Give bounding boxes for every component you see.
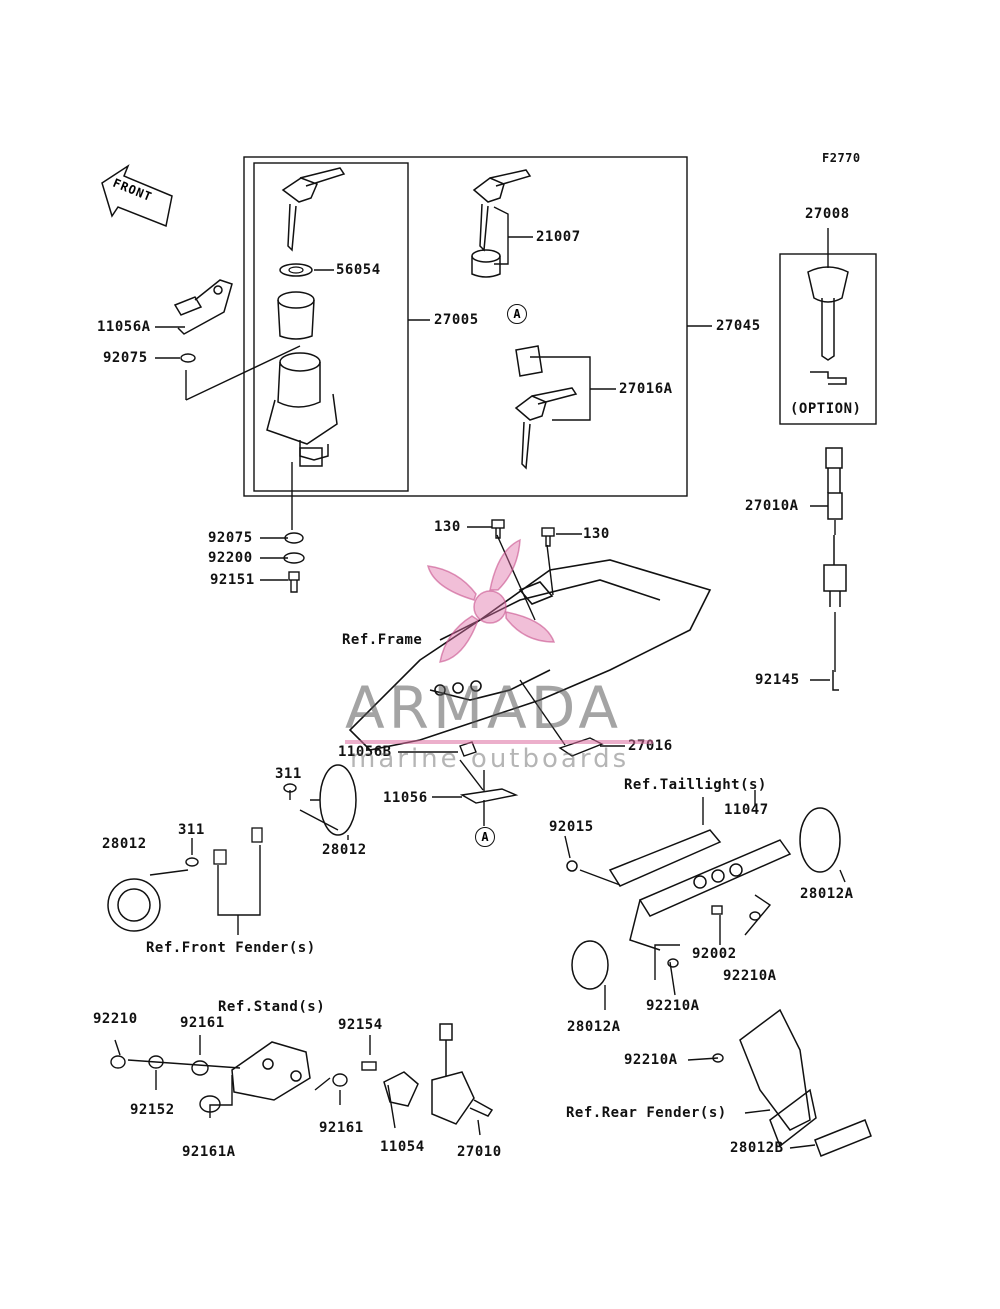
bolt-92002	[711, 905, 723, 915]
option-key-icon	[807, 266, 849, 385]
part-label-92210A-a: 92210A	[723, 968, 777, 984]
nut-92075-top	[180, 353, 196, 363]
washer-92200	[283, 552, 305, 564]
reflector-28012-left-icon	[107, 878, 161, 932]
watermark-logo-icon	[426, 538, 556, 663]
washer-92152	[148, 1055, 164, 1069]
part-label-92210: 92210	[93, 1011, 138, 1027]
reflector-28012-mid-icon	[310, 764, 357, 836]
part-label-27005: 27005	[434, 312, 479, 328]
callout-a-top: A	[507, 304, 527, 324]
bolt-130-left-icon	[491, 519, 505, 539]
option-key-frame	[779, 253, 877, 425]
nut-92210	[110, 1055, 126, 1069]
ignition-switch-icon	[266, 352, 338, 467]
reflector-28012A-bottom-icon	[571, 940, 609, 990]
part-label-92152: 92152	[130, 1102, 175, 1118]
reflector-28012B-icon	[814, 1119, 872, 1157]
part-label-28012-mid: 28012	[322, 842, 367, 858]
part-label-92154: 92154	[338, 1017, 383, 1033]
part-label-28012-left: 28012	[102, 836, 147, 852]
part-label-28012A-right: 28012A	[800, 886, 854, 902]
bracket-11056-icon	[459, 770, 519, 804]
switch-plate-11054-icon	[383, 1071, 419, 1107]
bracket-11056A-icon	[173, 279, 233, 335]
cap-92161A	[199, 1095, 221, 1113]
part-label-11047: 11047	[724, 802, 769, 818]
part-label-27008: 27008	[805, 206, 850, 222]
part-label-27010: 27010	[457, 1144, 502, 1160]
part-label-92200: 92200	[208, 550, 253, 566]
part-label-92075-top: 92075	[103, 350, 148, 366]
stand-bracket-icon	[231, 1041, 311, 1101]
part-label-130-right: 130	[583, 526, 610, 542]
part-label-92161-a: 92161	[180, 1015, 225, 1031]
front-arrow-icon	[101, 164, 173, 228]
nut-311-mid	[185, 857, 199, 867]
ref-frame: Ref.Frame	[342, 632, 423, 648]
part-label-92015: 92015	[549, 819, 594, 835]
part-label-28012A-bottom: 28012A	[567, 1019, 621, 1035]
part-label-311-mid: 311	[178, 822, 205, 838]
part-label-92002: 92002	[692, 946, 737, 962]
part-label-311-top: 311	[275, 766, 302, 782]
part-label-11054: 11054	[380, 1139, 425, 1155]
nut-92210A-c	[712, 1053, 724, 1063]
figure-code: F2770	[822, 151, 861, 165]
taillight-bracket-icon	[566, 829, 792, 951]
option-label: (OPTION)	[790, 401, 862, 417]
lock-27016A-icon	[515, 345, 543, 377]
nut-92161-b	[332, 1073, 348, 1087]
nut-92075-bottom	[284, 532, 304, 544]
watermark-tagline: marine outboards	[350, 744, 630, 774]
ref-front-fender: Ref.Front Fender(s)	[146, 940, 316, 956]
stud-icon	[213, 827, 263, 865]
part-label-11056: 11056	[383, 790, 428, 806]
ref-taillight: Ref.Taillight(s)	[624, 777, 767, 793]
nut-92210A-b	[667, 958, 679, 968]
key-icon	[281, 167, 346, 252]
cap-92161	[191, 1060, 209, 1076]
part-label-21007: 21007	[536, 229, 581, 245]
part-label-92151: 92151	[210, 572, 255, 588]
watermark-brand: ARMADA	[345, 674, 623, 742]
ref-stand: Ref.Stand(s)	[218, 999, 326, 1015]
lock-cylinder-icon	[277, 291, 315, 340]
key-21007-icon	[472, 169, 532, 252]
side-stand-switch-27010-icon	[431, 1023, 494, 1125]
part-label-92161-b: 92161	[319, 1120, 364, 1136]
ref-rear-fender: Ref.Rear Fender(s)	[566, 1105, 727, 1121]
part-label-92210A-c: 92210A	[624, 1052, 678, 1068]
watermark-bar	[345, 740, 653, 744]
part-label-27045: 27045	[716, 318, 761, 334]
frame-icon	[348, 559, 712, 751]
bolt-92154	[361, 1061, 377, 1071]
part-label-28012B: 28012B	[730, 1140, 784, 1156]
part-label-92161A: 92161A	[182, 1144, 236, 1160]
wire-harness-icon	[823, 447, 847, 691]
part-label-11056B: 11056B	[338, 744, 392, 760]
rear-fender-icon	[739, 1008, 817, 1148]
ignition-switch-frame	[253, 162, 409, 492]
part-label-92075-bottom: 92075	[208, 530, 253, 546]
key-27016A-icon	[514, 387, 578, 470]
nut-92210A-a	[749, 911, 761, 921]
part-label-92145: 92145	[755, 672, 800, 688]
reflector-28012A-right-icon	[799, 807, 841, 873]
nut-311-top	[283, 783, 297, 793]
bolt-130-right-icon	[541, 527, 555, 547]
washer-56054	[279, 263, 313, 277]
part-label-130-left: 130	[434, 519, 461, 535]
part-label-11056A: 11056A	[97, 319, 151, 335]
part-label-92210A-b: 92210A	[646, 998, 700, 1014]
part-label-27016A: 27016A	[619, 381, 673, 397]
callout-a-bottom: A	[475, 827, 495, 847]
cap-21007-icon	[471, 249, 501, 278]
part-label-27010A: 27010A	[745, 498, 799, 514]
part-label-56054: 56054	[336, 262, 381, 278]
bolt-92151-icon	[288, 571, 300, 593]
